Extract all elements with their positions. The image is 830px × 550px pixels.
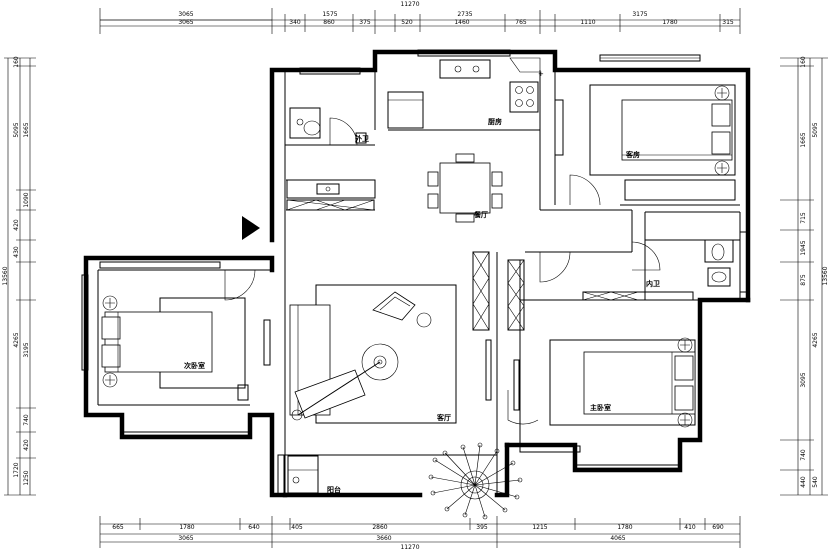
top-inner-dim: 1460 — [454, 19, 469, 26]
dining-table — [427, 153, 503, 223]
windows — [81, 49, 749, 472]
balcony-fixtures — [277, 454, 319, 496]
left-dim: 1665 — [23, 122, 30, 137]
right-dimension-lines — [780, 57, 828, 496]
top-outer-dim: 2735 — [457, 11, 472, 18]
top-inner-dim: 375 — [359, 19, 371, 26]
right-dim: 440 — [800, 476, 807, 488]
room-label-kitchen: 厨房 — [488, 117, 502, 126]
right-dim: 160 — [800, 56, 807, 68]
top-inner-dim: 520 — [401, 19, 413, 26]
right-dim: 715 — [800, 212, 807, 224]
left-dim: 1090 — [23, 192, 30, 207]
right-dim: 5095 — [812, 122, 819, 137]
top-inner-dim: 765 — [515, 19, 527, 26]
bottom-inner-dim: 2860 — [372, 524, 387, 531]
right-dim: 875 — [800, 274, 807, 286]
bottom-inner-dim: 1780 — [179, 524, 194, 531]
top-dimension-lines — [99, 8, 741, 34]
master-bedroom-furniture — [549, 337, 696, 428]
top-outer-dim: 3065 — [178, 11, 193, 18]
right-total-dim: 13560 — [822, 266, 829, 285]
plant-icon — [428, 442, 523, 520]
outer-bath-fixtures — [289, 107, 367, 144]
left-dimension-lines — [4, 57, 36, 496]
bottom-outer-dim: 4065 — [610, 535, 625, 542]
bottom-inner-dim: 665 — [112, 524, 124, 531]
left-dim: 740 — [23, 414, 30, 426]
left-dim: 430 — [13, 246, 20, 258]
left-dim: 420 — [13, 219, 20, 231]
top-outer-dim: 1575 — [322, 11, 337, 18]
room-label-guest-room: 客房 — [625, 150, 640, 159]
top-inner-dim: 1110 — [580, 19, 595, 26]
wardrobes — [263, 99, 694, 411]
bottom-inner-dim: 1780 — [617, 524, 632, 531]
bottom-inner-dim: 395 — [476, 524, 488, 531]
right-dim: 3095 — [800, 372, 807, 387]
room-label-outer-bath: 外卫 — [355, 134, 369, 143]
second-bedroom-furniture — [101, 295, 249, 401]
room-label-second-bedroom: 次卧室 — [184, 361, 205, 370]
room-label-balcony: 阳台 — [327, 485, 341, 494]
top-inner-dim: 340 — [289, 19, 301, 26]
doors — [224, 117, 661, 425]
room-label-living-room: 客厅 — [436, 413, 451, 422]
top-inner-dim: 860 — [323, 19, 335, 26]
living-room-furniture — [289, 284, 457, 424]
bottom-total-dim: 11270 — [400, 544, 419, 550]
bottom-inner-dim: 1215 — [532, 524, 547, 531]
bottom-outer-dim: 3660 — [376, 535, 391, 542]
inner-bath-fixtures — [704, 239, 734, 287]
left-dim: 5095 — [13, 122, 20, 137]
top-total-dim: 11270 — [400, 1, 419, 8]
right-dim: 4265 — [812, 332, 819, 347]
left-total-dim: 13560 — [2, 266, 9, 285]
top-inner-dim: 3065 — [178, 19, 193, 26]
left-dim: 3195 — [23, 342, 30, 357]
right-dim: 740 — [800, 449, 807, 461]
counter — [286, 179, 376, 199]
top-outer-dim: 3175 — [632, 11, 647, 18]
bottom-inner-dim: 640 — [248, 524, 260, 531]
bottom-outer-dim: 3065 — [178, 535, 193, 542]
bottom-dimension-lines — [99, 516, 741, 548]
right-dim: 1665 — [800, 132, 807, 147]
left-dim: 4265 — [13, 332, 20, 347]
top-inner-dim: 1780 — [662, 19, 677, 26]
kitchen-fixtures: + — [387, 57, 544, 129]
right-dim: 540 — [812, 476, 819, 488]
left-dim: 1720 — [13, 462, 20, 477]
bottom-inner-dim: 690 — [712, 524, 724, 531]
bottom-inner-dim: 410 — [684, 524, 696, 531]
room-label-dining: 餐厅 — [473, 210, 488, 219]
right-dim: 1945 — [800, 240, 807, 255]
kitchen-mark: + — [538, 70, 544, 78]
bottom-inner-dim: 405 — [291, 524, 303, 531]
room-label-master-bedroom: 主卧室 — [590, 403, 611, 412]
left-dim: 160 — [13, 56, 20, 68]
entrance-arrow-icon — [242, 216, 260, 240]
guest-room-furniture — [589, 84, 736, 201]
left-dim: 1250 — [23, 470, 30, 485]
top-inner-dim: 315 — [722, 19, 734, 26]
room-label-inner-bath: 内卫 — [646, 279, 660, 288]
left-dim: 420 — [23, 439, 30, 451]
